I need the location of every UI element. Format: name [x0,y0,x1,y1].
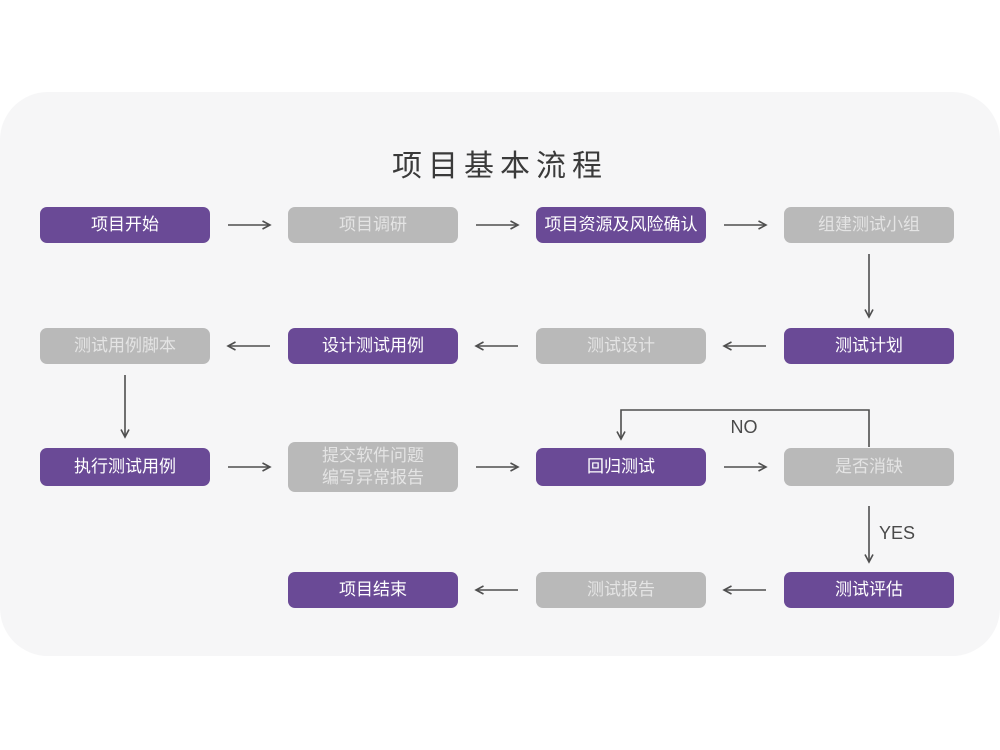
flow-node-test-plan: 测试计划 [784,328,954,364]
node-label: 项目结束 [339,579,407,599]
node-label-line1: 提交软件问题 [322,445,424,465]
node-label: 是否消缺 [835,456,903,476]
flow-node-defect-cleared-check: 是否消缺 [784,448,954,486]
flow-node-design-test-cases: 设计测试用例 [288,328,458,364]
flow-node-resources-risk-confirm: 项目资源及风险确认 [536,207,706,243]
flow-node-project-research: 项目调研 [288,207,458,243]
flow-node-test-design: 测试设计 [536,328,706,364]
node-label: 测试计划 [835,335,903,355]
flow-node-test-evaluation: 测试评估 [784,572,954,608]
diagram-title: 项目基本流程 [392,150,608,183]
flow-node-test-report: 测试报告 [536,572,706,608]
node-label: 组建测试小组 [818,214,920,234]
flow-node-execute-test-cases: 执行测试用例 [40,448,210,486]
node-label: 回归测试 [587,456,655,476]
flow-node-project-start: 项目开始 [40,207,210,243]
node-label: 测试用例脚本 [74,335,176,355]
node-label: 测试报告 [587,579,655,599]
flow-node-build-test-team: 组建测试小组 [784,207,954,243]
node-label: 测试设计 [587,335,655,355]
node-label: 设计测试用例 [322,335,424,355]
node-label: 项目调研 [339,214,407,234]
flow-node-project-end: 项目结束 [288,572,458,608]
node-label: 执行测试用例 [74,456,176,476]
flow-node-submit-issue-report: 提交软件问题编写异常报告 [288,442,458,492]
node-label: 项目资源及风险确认 [544,214,698,234]
node-label: 项目开始 [91,214,159,234]
flowchart-card-background [0,92,1000,656]
node-label-line2: 编写异常报告 [322,468,424,487]
flow-node-test-case-scripts: 测试用例脚本 [40,328,210,364]
node-label: 测试评估 [835,579,903,599]
flow-node-regression-test: 回归测试 [536,448,706,486]
